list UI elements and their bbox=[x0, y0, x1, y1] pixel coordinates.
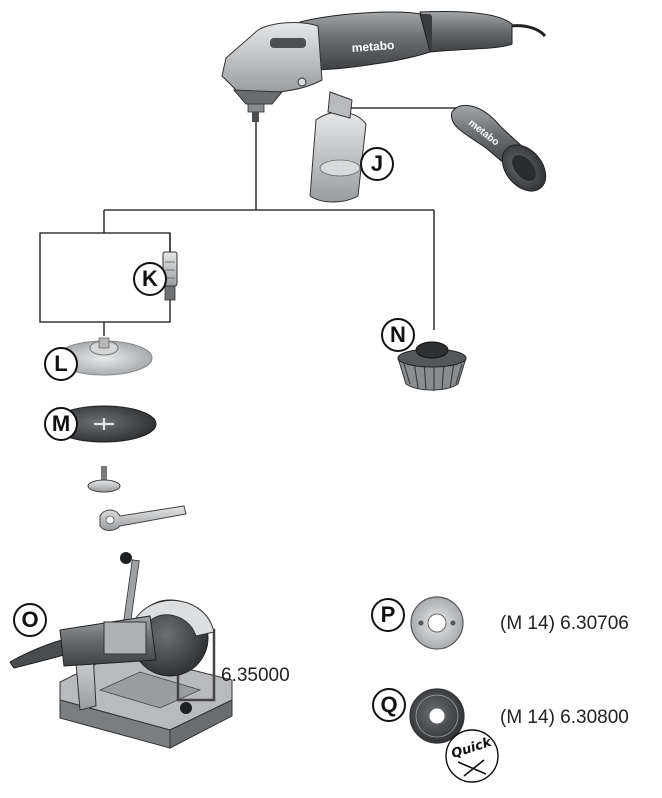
auxiliary-handle: metabo bbox=[450, 104, 547, 192]
backing-pad-l bbox=[55, 337, 153, 376]
order-code-p: (M 14) 6.30706 bbox=[500, 613, 629, 634]
order-code-q: (M 14) 6.30800 bbox=[500, 707, 629, 728]
pin-wrench bbox=[99, 505, 187, 531]
clamping-nut bbox=[87, 466, 121, 493]
quick-nut-q: Quick bbox=[409, 688, 499, 783]
callout-j: J bbox=[360, 147, 394, 181]
angle-grinder: metabo bbox=[221, 11, 547, 122]
order-code-o: 6.35000 bbox=[221, 665, 290, 686]
wheel-guard-j bbox=[309, 91, 367, 203]
callout-p: P bbox=[371, 598, 405, 632]
cut-off-stand-o bbox=[9, 552, 233, 749]
grinder-logo: metabo bbox=[351, 38, 395, 55]
wire-cup-brush-n bbox=[397, 341, 467, 391]
callout-l: L bbox=[44, 347, 78, 381]
callout-m: M bbox=[44, 407, 78, 441]
callout-n: N bbox=[381, 318, 415, 352]
connector-lines bbox=[39, 91, 460, 336]
callout-q: Q bbox=[372, 688, 406, 722]
clamping-nut-p bbox=[410, 596, 464, 650]
callout-k: K bbox=[133, 262, 167, 296]
callout-o: O bbox=[13, 603, 47, 637]
